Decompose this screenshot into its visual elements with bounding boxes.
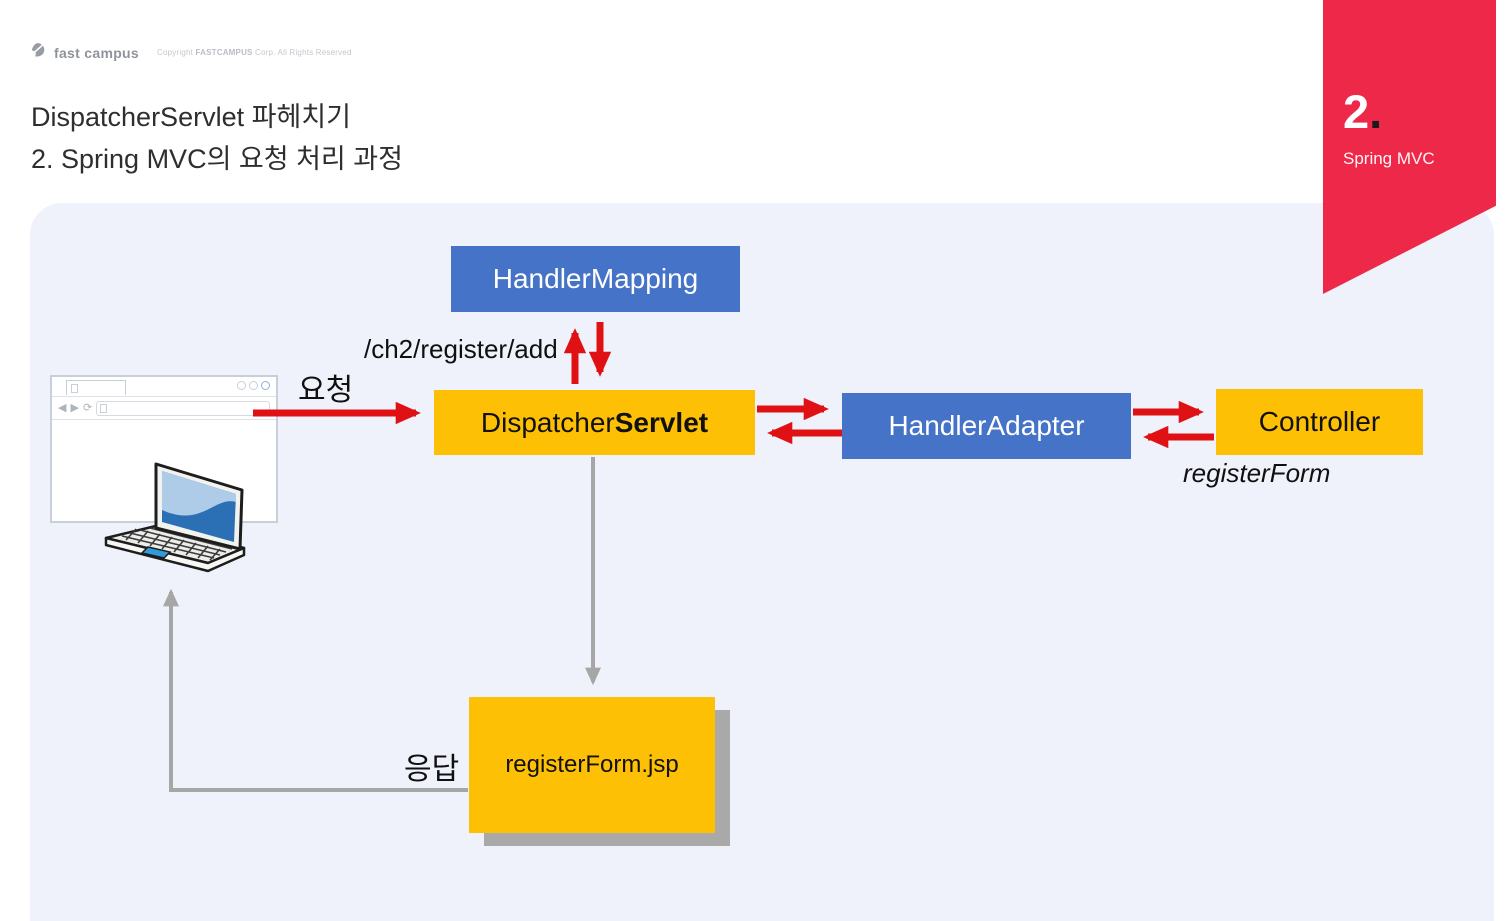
label-request: 요청 xyxy=(298,374,354,407)
header-logo-row: fast campus Copyright FASTCAMPUS Corp. A… xyxy=(30,42,352,63)
back-icon: ◀ xyxy=(58,401,67,414)
refresh-icon: ⟳ xyxy=(82,401,93,414)
node-dispatcher-servlet: DispatcherServlet xyxy=(434,390,755,455)
node-label: DispatcherServlet xyxy=(480,406,709,438)
forward-icon: ▶ xyxy=(70,401,79,414)
label-response: 응답 xyxy=(404,753,460,786)
laptop-icon xyxy=(96,452,252,581)
node-label: HandlerAdapter xyxy=(888,410,1085,441)
browser-tab xyxy=(66,380,126,395)
node-label: HandlerMapping xyxy=(492,263,699,294)
label-url-path: /ch2/register/add xyxy=(364,334,558,364)
title-line-1: DispatcherServlet 파헤치기 xyxy=(31,102,351,132)
page-icon xyxy=(100,403,108,413)
node-handler-adapter: HandlerAdapter xyxy=(842,393,1131,459)
window-button-icon xyxy=(237,381,246,390)
node-label: registerForm.jsp xyxy=(505,751,679,778)
node-label: Controller xyxy=(1258,406,1381,437)
browser-toolbar: ◀ ▶ ⟳ xyxy=(52,396,276,420)
window-button-icon xyxy=(261,381,270,390)
fastcampus-logo-icon xyxy=(30,42,46,63)
diagram-panel xyxy=(30,203,1494,921)
node-handler-mapping: HandlerMapping xyxy=(451,246,740,312)
window-button-icon xyxy=(249,381,258,390)
copyright-text: Copyright FASTCAMPUS Corp. All Rights Re… xyxy=(157,48,352,57)
title-line-2: 2. Spring MVC의 요청 처리 과정 xyxy=(31,144,403,174)
slide-title: DispatcherServlet 파헤치기 2. Spring MVC의 요청… xyxy=(31,96,403,180)
node-controller: Controller xyxy=(1216,389,1423,455)
chapter-subtitle: Spring MVC xyxy=(1343,149,1435,168)
label-return-value: registerForm xyxy=(1183,458,1331,488)
page-icon xyxy=(71,384,78,393)
keyboard-keys xyxy=(121,527,233,561)
address-bar xyxy=(96,400,270,416)
chapter-number: 2. xyxy=(1343,85,1383,138)
browser-window-buttons xyxy=(237,381,270,390)
fastcampus-logo-text: fast campus xyxy=(54,44,139,61)
node-register-form-jsp: registerForm.jsp xyxy=(469,697,715,833)
